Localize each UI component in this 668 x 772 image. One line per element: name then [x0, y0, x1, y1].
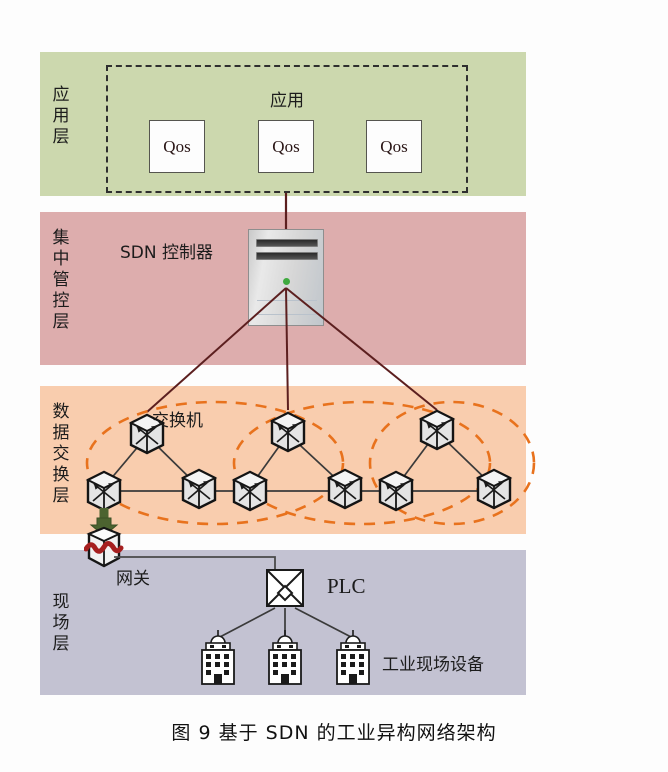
server-led-icon	[283, 278, 290, 285]
switch-label: 交换机	[152, 411, 203, 431]
layer-label-field: 现 场 层	[52, 592, 70, 654]
layer-band-data-exchange	[40, 386, 526, 534]
field-device-label: 工业现场设备	[382, 655, 484, 675]
layer-label-application: 应 用 层	[52, 85, 70, 147]
server-panel-line	[257, 300, 317, 301]
application-group-box	[106, 65, 468, 193]
qos-box-1: Qos	[149, 120, 205, 173]
plc-label: PLC	[327, 574, 366, 598]
application-group-title: 应用	[270, 91, 304, 111]
layer-label-control: 集 中 管 控 层	[52, 228, 70, 332]
qos-box-2: Qos	[258, 120, 314, 173]
server-panel-line	[257, 314, 317, 315]
layer-label-data-exchange: 数 据 交 换 层	[52, 402, 70, 506]
server-drive-slot-icon	[256, 239, 318, 247]
controller-label: SDN 控制器	[120, 243, 214, 263]
qos-box-3: Qos	[366, 120, 422, 173]
gateway-label: 网关	[116, 569, 150, 589]
figure-caption: 图 9 基于 SDN 的工业异构网络架构	[171, 722, 497, 744]
server-drive-slot-icon	[256, 252, 318, 260]
sdn-controller-server-icon	[248, 229, 324, 326]
